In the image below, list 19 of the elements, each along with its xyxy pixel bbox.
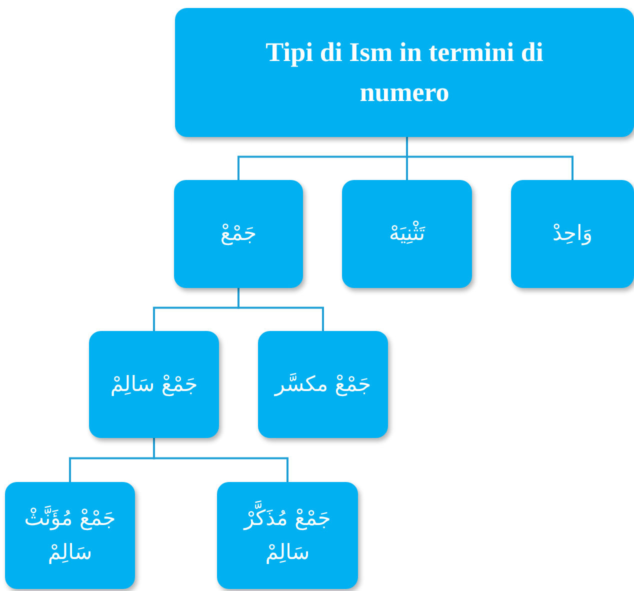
category-box [5,482,135,589]
category-box [511,180,634,288]
category-box [89,331,219,438]
box-title: Tipi di Ism in termini di numero [264,36,544,108]
connector-line [406,137,574,180]
box-label: جَمْعْ مكسَّر [274,370,372,398]
category-box [174,180,303,288]
box-label: جَمْعْ سَالِمْ [110,370,198,398]
connector-line [238,288,324,331]
category-box [342,180,472,288]
box-label: وَاحِدْ [552,220,592,248]
box-label: جَمْعْ مُذَكَّرْ سَالِمْ [225,502,350,570]
title-box [175,8,634,137]
box-label: جَمْعْ [220,220,257,248]
box-label: جَمْعْ مُؤَنَّثْ سَالِمْ [23,504,117,566]
connector-line [153,438,288,482]
category-box [217,482,358,589]
box-label: تَثْنِيَهْ [388,220,426,248]
category-box [258,331,388,438]
